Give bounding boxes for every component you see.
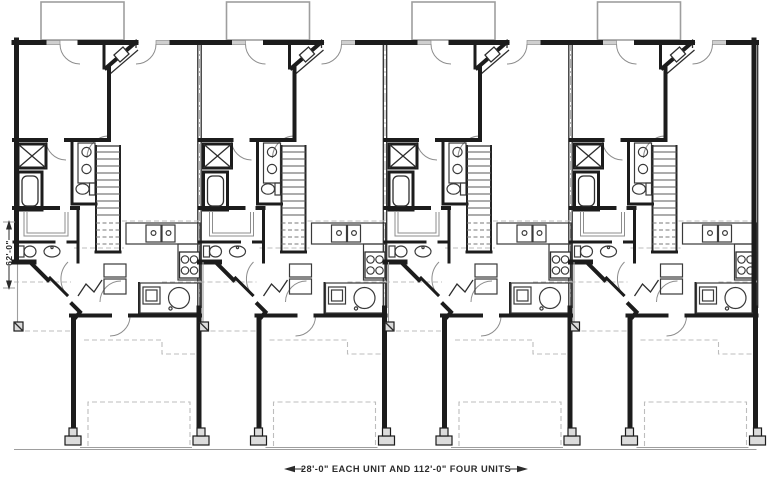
arrow-up-icon bbox=[6, 220, 12, 230]
unit-1 bbox=[14, 2, 209, 450]
arrow-left-icon bbox=[284, 465, 295, 473]
depth-dimension-label: 62'-0" bbox=[4, 240, 14, 266]
arrow-right-icon bbox=[517, 465, 528, 473]
unit-3 bbox=[385, 2, 580, 450]
arrow-down-icon bbox=[6, 280, 12, 290]
width-dimension-label: 28'-0" EACH UNIT AND 112'-0" FOUR UNITS bbox=[301, 464, 511, 474]
depth-dimension: 62'-0" bbox=[3, 220, 15, 290]
unit-2 bbox=[200, 2, 395, 450]
unit-4 bbox=[571, 2, 766, 450]
width-dimension: 28'-0" EACH UNIT AND 112'-0" FOUR UNITS bbox=[284, 464, 528, 474]
